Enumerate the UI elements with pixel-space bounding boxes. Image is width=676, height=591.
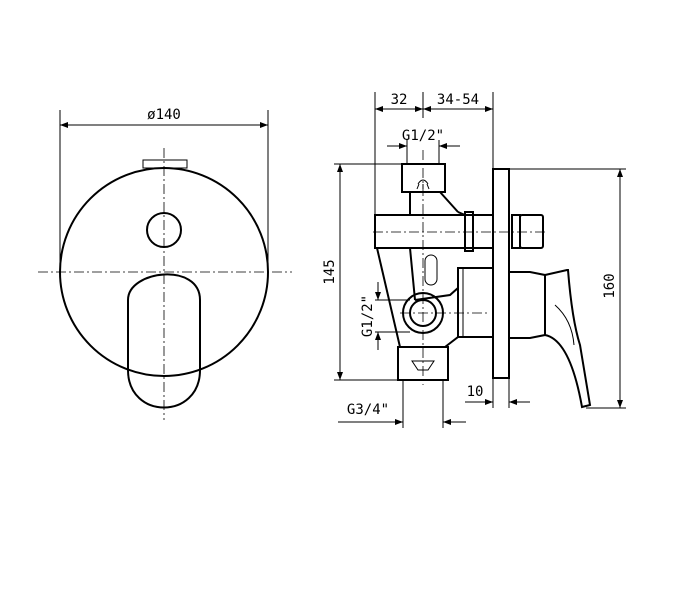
top-outlet-label: G1/2" <box>402 128 444 144</box>
front-view: ø140 <box>38 107 292 420</box>
top-outlet-block <box>401 163 446 193</box>
valve-neck <box>409 191 466 216</box>
handle-contour <box>554 304 575 346</box>
side-view: 32 34-54 G1/2" 145 <box>322 92 626 428</box>
inlet-label: G3/4" <box>347 402 389 418</box>
plate-label: 10 <box>467 384 484 400</box>
diameter-label: ø140 <box>147 107 181 123</box>
diverter-button <box>142 159 188 169</box>
body-slot <box>424 254 438 286</box>
knob-stem <box>511 214 521 249</box>
total-height-label: 160 <box>602 273 618 298</box>
diverter-knob <box>519 214 544 249</box>
shower-icon <box>416 179 430 190</box>
bath-spout-icon <box>411 360 435 371</box>
lever-handle <box>127 273 201 409</box>
body-height-label: 145 <box>322 259 338 284</box>
handle-base <box>509 271 546 339</box>
side-outlet-label: G1/2" <box>360 295 376 337</box>
depth-range-label: 34-54 <box>437 92 479 108</box>
cartridge-housing <box>457 267 494 338</box>
lever-handle <box>544 269 592 409</box>
valve-body-horizontal <box>374 214 494 249</box>
depth-label: 32 <box>391 92 408 108</box>
hex-nut <box>464 211 474 252</box>
cover-plate <box>492 168 510 379</box>
